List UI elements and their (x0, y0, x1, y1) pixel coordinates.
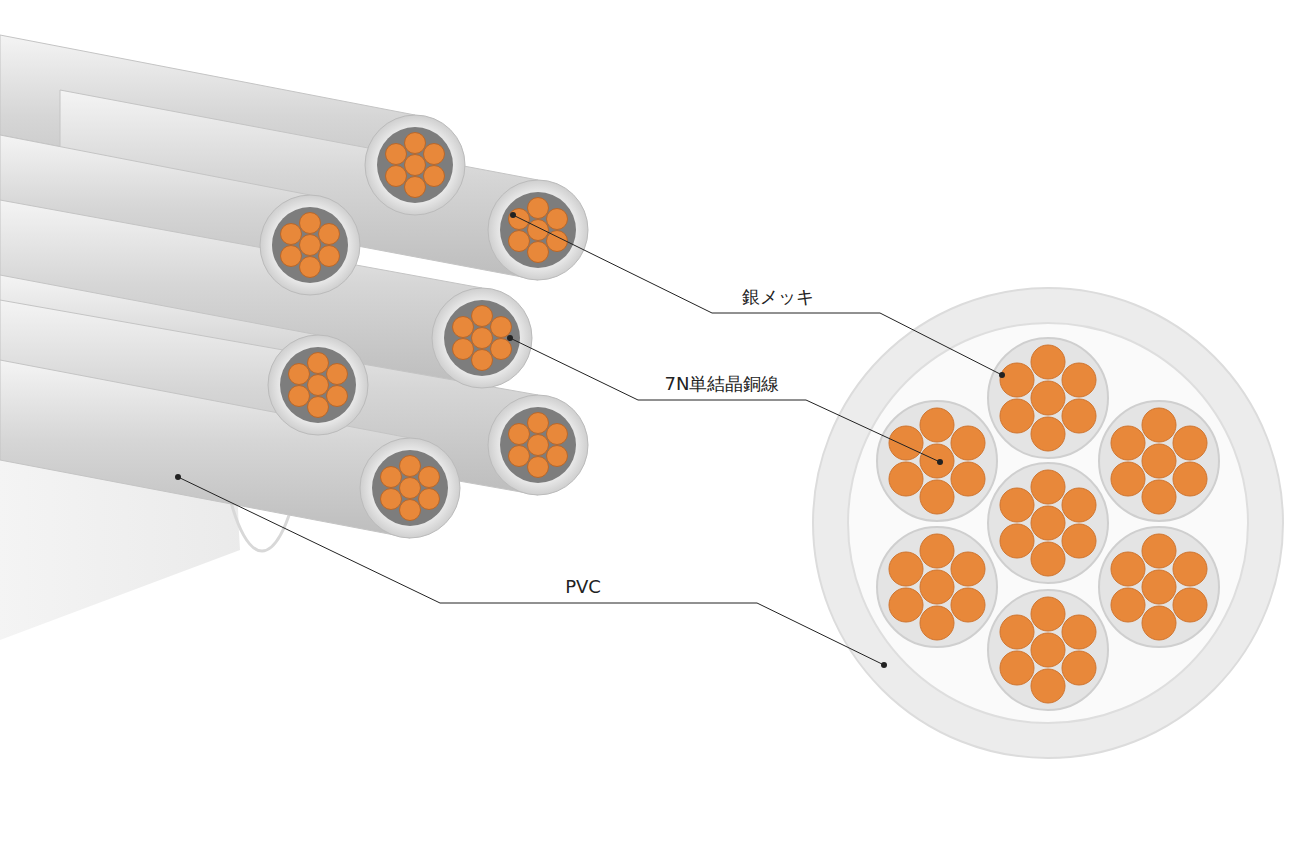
leader-line (510, 338, 940, 462)
part-label: 銀メッキ (739, 286, 817, 308)
leader-dot (881, 662, 887, 668)
leader-dot (999, 372, 1005, 378)
leader-dots (175, 212, 1005, 668)
leader-dot (507, 335, 513, 341)
conductor-end (365, 115, 465, 215)
strand-group (1000, 345, 1096, 451)
conductor-end (268, 335, 368, 435)
cross-section (813, 288, 1283, 758)
bundle-circle (988, 463, 1108, 583)
part-label: 7N単結晶銅線 (662, 373, 783, 395)
strand-group (1111, 408, 1207, 514)
leader-lines (178, 215, 1002, 665)
conductor-end (360, 438, 460, 538)
leader-dot (937, 459, 943, 465)
bundle-circle (1099, 527, 1219, 647)
leader-dot (510, 212, 516, 218)
conductor-ends (260, 115, 588, 538)
inner-space (848, 323, 1248, 723)
strand-group (1111, 534, 1207, 640)
conductor-end (432, 288, 532, 388)
bundle-circle (988, 590, 1108, 710)
conductor-end (260, 195, 360, 295)
copper-strands (889, 345, 1207, 703)
leader-line (178, 477, 884, 665)
strand-group (1000, 597, 1096, 703)
strand-group (1000, 470, 1096, 576)
part-label: PVC (562, 576, 604, 598)
bundle-circle (1099, 401, 1219, 521)
leader-line (513, 215, 1002, 375)
conductor-end (488, 180, 588, 280)
bundle-circles (877, 338, 1219, 710)
conductor-bodies (0, 35, 538, 538)
bundle-circle (877, 527, 997, 647)
pvc-ring (813, 288, 1283, 758)
strand-group (889, 534, 985, 640)
bundle-circle (988, 338, 1108, 458)
conductor-end (488, 395, 588, 495)
leader-dot (175, 474, 181, 480)
